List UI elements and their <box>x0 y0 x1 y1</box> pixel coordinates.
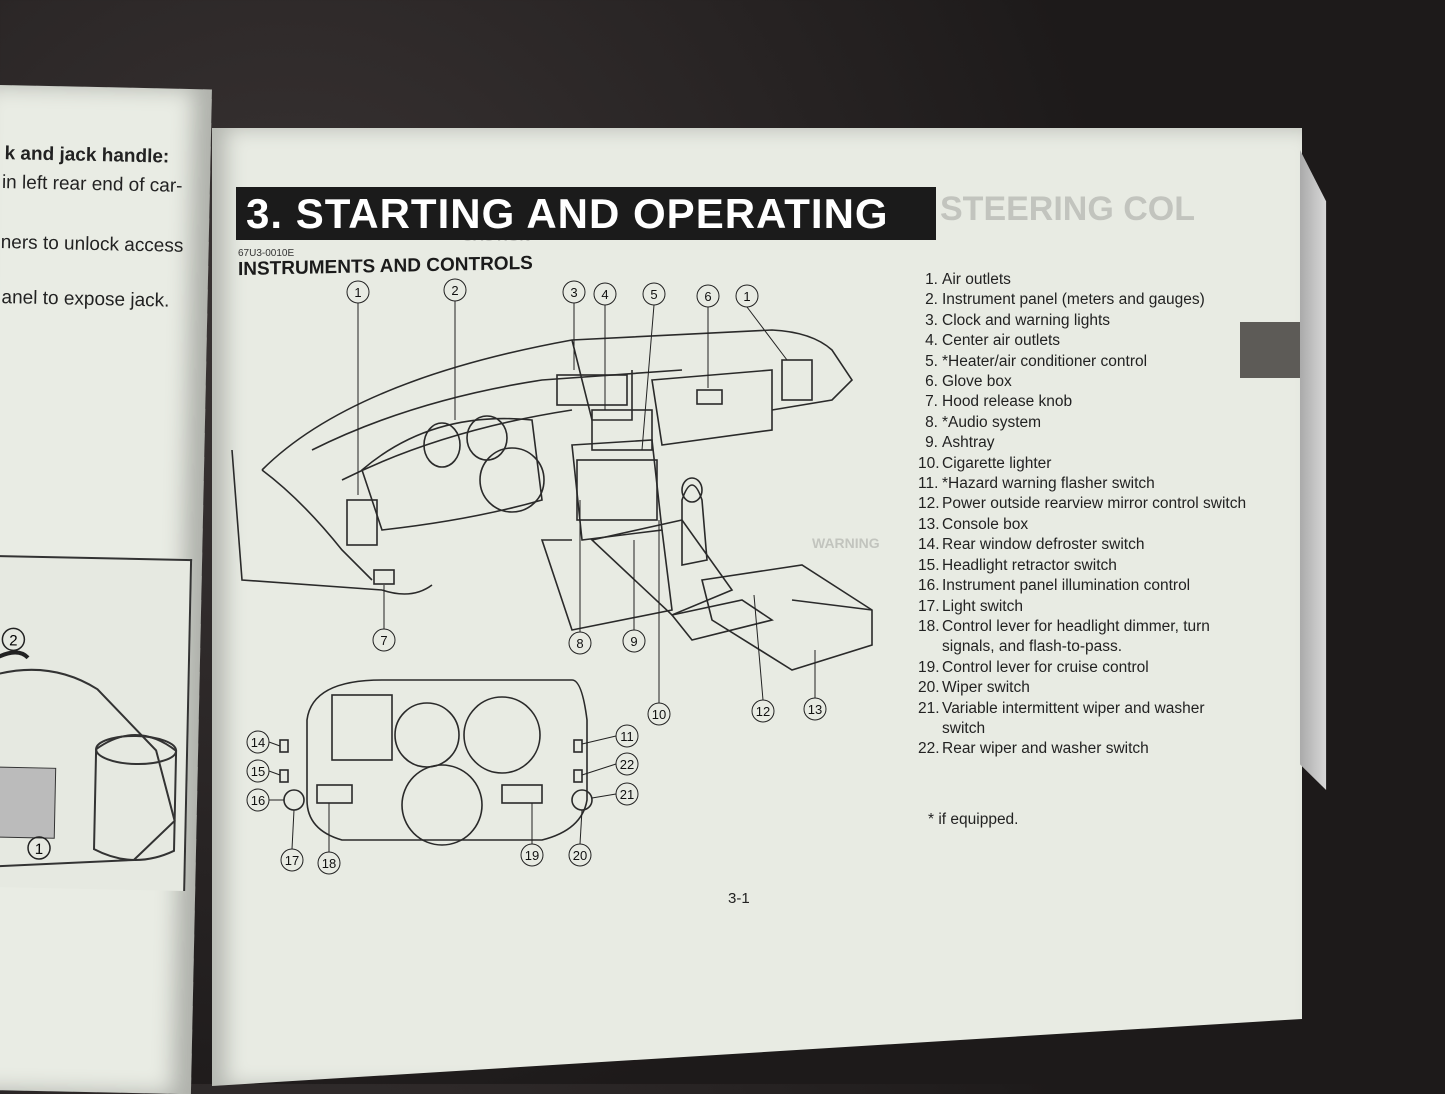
dash-callout-13: 13 <box>803 650 827 721</box>
list-item: 14.Rear window defroster switch <box>918 536 1145 554</box>
list-item: 22.Rear wiper and washer switch <box>918 740 1149 758</box>
cluster-callout-22: 22 <box>581 752 639 776</box>
left-page: k and jack handle: in left rear end of c… <box>0 85 212 1094</box>
list-item: 20.Wiper switch <box>918 679 1030 697</box>
dash-callout-9: 9 <box>622 540 646 653</box>
dash-callout-12: 12 <box>751 594 775 723</box>
cluster-callout-21: 21 <box>591 782 639 806</box>
dash-callout-2: 2 <box>443 278 467 420</box>
cluster-callout-18: 18 <box>317 803 341 875</box>
jack-drawing: 2 1 <box>0 627 178 868</box>
svg-text:16: 16 <box>251 793 265 808</box>
dash-callout-5: 5 <box>641 282 666 451</box>
cluster-callout-14: 14 <box>246 730 281 754</box>
list-item: 10.Cigarette lighter <box>918 454 1052 472</box>
cluster-callout-20: 20 <box>568 809 592 867</box>
list-item: 6.Glove box <box>925 373 1012 391</box>
ghost-warning: WARNING <box>812 535 880 551</box>
cluster-callout-11: 11 <box>581 724 639 748</box>
cluster-callout-15: 15 <box>246 759 281 783</box>
cluster-callout-19: 19 <box>520 803 544 867</box>
cluster-callout-16: 16 <box>246 788 284 812</box>
svg-text:13: 13 <box>808 702 822 717</box>
callout-1 <box>27 836 51 860</box>
list-item: 21.Variable intermittent wiper and washe… <box>918 699 1205 737</box>
left-page-line-2: in left rear end of car- <box>1 172 183 197</box>
list-item: 1.Air outlets <box>925 271 1011 288</box>
jack-illustration: 2 1 <box>0 554 193 892</box>
svg-text:8: 8 <box>576 636 583 651</box>
dash-callout-1: 1 <box>346 280 370 495</box>
dash-callout-3: 3 <box>562 280 586 370</box>
svg-text:4: 4 <box>601 287 608 302</box>
list-item: 5.*Heater/air conditioner control <box>925 352 1148 370</box>
svg-text:14: 14 <box>251 735 265 750</box>
svg-text:21: 21 <box>620 787 634 802</box>
footnote: * if equipped. <box>928 811 1019 828</box>
dash-callout-10: 10 <box>647 520 671 726</box>
svg-text:22: 22 <box>620 757 634 772</box>
list-item: 8.*Audio system <box>925 413 1042 431</box>
controls-legend-list: 1.Air outlets 2.Instrument panel (meters… <box>918 270 1248 760</box>
list-item: 12.Power outside rearview mirror control… <box>918 495 1247 513</box>
svg-text:1: 1 <box>354 285 361 300</box>
svg-text:1: 1 <box>743 289 750 304</box>
dash-callout-1b: 1 <box>735 284 788 361</box>
list-item: 4.Center air outlets <box>925 332 1061 350</box>
right-page <box>212 128 1302 1086</box>
svg-text:5: 5 <box>650 287 657 302</box>
list-item: 19.Control lever for cruise control <box>918 658 1149 676</box>
list-item: 18.Control lever for headlight dimmer, t… <box>918 617 1210 656</box>
svg-text:7: 7 <box>380 633 387 648</box>
left-page-line-4: anel to expose jack. <box>1 287 170 312</box>
dash-callout-7: 7 <box>372 585 396 652</box>
list-item: 9.Ashtray <box>925 434 995 452</box>
ghost-heading: STEERING COL <box>940 190 1196 228</box>
callout-2-label: 2 <box>9 632 18 649</box>
page-number: 3-1 <box>728 890 750 907</box>
svg-text:19: 19 <box>525 848 539 863</box>
svg-text:18: 18 <box>322 856 336 871</box>
dashboard-diagram: 1 2 3 4 5 6 1 <box>231 278 873 875</box>
svg-text:3: 3 <box>570 285 577 300</box>
dash-callout-4: 4 <box>593 282 617 410</box>
list-item: 15.Headlight retractor switch <box>918 556 1117 574</box>
callout-2 <box>1 627 26 652</box>
list-item: 2.Instrument panel (meters and gauges) <box>925 291 1205 309</box>
list-item: 3.Clock and warning lights <box>925 311 1111 329</box>
left-page-line-3: ners to unlock access <box>0 232 184 257</box>
svg-text:9: 9 <box>630 634 637 649</box>
dash-callout-6: 6 <box>696 284 720 388</box>
chapter-header: 3. STARTING AND OPERATING <box>236 187 936 240</box>
list-item: 17.Light switch <box>918 597 1023 615</box>
svg-text:10: 10 <box>652 707 666 722</box>
svg-text:11: 11 <box>620 729 634 744</box>
svg-text:20: 20 <box>573 848 587 863</box>
callout-1-label: 1 <box>35 841 44 858</box>
chapter-tab <box>1240 322 1300 378</box>
list-item: 11.*Hazard warning flasher switch <box>918 475 1155 493</box>
svg-text:17: 17 <box>285 853 299 868</box>
list-item: 16.Instrument panel illumination control <box>918 577 1191 595</box>
page-edges <box>1300 150 1327 790</box>
dash-callout-8: 8 <box>568 500 592 655</box>
cluster-callout-17: 17 <box>280 809 304 872</box>
left-page-line-1: k and jack handle: <box>4 143 170 168</box>
section-code: 67U3-0010E <box>238 248 295 259</box>
svg-text:2: 2 <box>451 283 458 298</box>
list-item: 13.Console box <box>918 515 1029 533</box>
list-item: 7.Hood release knob <box>925 393 1073 411</box>
svg-text:12: 12 <box>756 704 770 719</box>
svg-text:6: 6 <box>704 289 711 304</box>
svg-text:15: 15 <box>251 764 265 779</box>
